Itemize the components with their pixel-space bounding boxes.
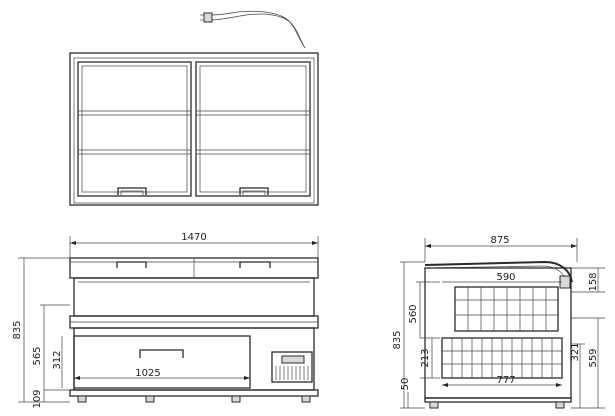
dim-height-upper-side: 560 (408, 304, 419, 323)
front-glass-display (73, 277, 315, 317)
front-feet (77, 395, 311, 403)
upper-basket (454, 286, 559, 332)
display-screen-icon (281, 355, 305, 364)
dim-height-drawer: 312 (52, 350, 63, 369)
front-view: 1470 (12, 232, 319, 409)
dim-height-lid: 158 (588, 272, 599, 291)
front-base (69, 389, 319, 397)
lid-handle-right (239, 187, 269, 195)
power-cord-icon (200, 10, 306, 49)
dim-height-lower-side: 213 (420, 348, 431, 367)
front-handle-right (239, 261, 271, 268)
dim-height-feet-front: 109 (32, 389, 43, 408)
vent-grille-icon (275, 366, 309, 380)
lower-basket-grid (442, 338, 562, 378)
control-panel (271, 351, 313, 383)
dim-height-right-lower: 559 (588, 348, 599, 367)
side-base (424, 397, 572, 403)
dim-depth-bottom: 777 (496, 375, 515, 386)
dim-height-overall-front: 835 (12, 320, 23, 339)
dim-drawer-width: 1025 (135, 368, 160, 379)
left-glass-lid (77, 61, 192, 197)
dim-depth-overall: 875 (490, 235, 509, 246)
dim-height-overall-side: 835 (392, 330, 403, 349)
dim-height-feet-side: 50 (400, 378, 411, 391)
side-foot-left (429, 401, 439, 409)
top-view (69, 10, 319, 206)
lid-handle-left (117, 187, 147, 195)
dim-height-right-mid: 321 (570, 342, 581, 361)
upper-basket-grid (455, 287, 558, 331)
cabinet-top-outline (69, 52, 319, 206)
side-view: 875 590 (392, 235, 605, 409)
front-handle-left (116, 261, 147, 268)
right-glass-lid (195, 61, 311, 197)
drawer-handle (139, 349, 184, 358)
dim-depth-inner-top: 590 (496, 272, 515, 283)
dim-height-body-front: 565 (32, 346, 43, 365)
side-foot-right (555, 401, 565, 409)
front-lower-body (73, 327, 315, 391)
front-drawer (73, 335, 251, 389)
dim-width-overall: 1470 (181, 232, 206, 243)
